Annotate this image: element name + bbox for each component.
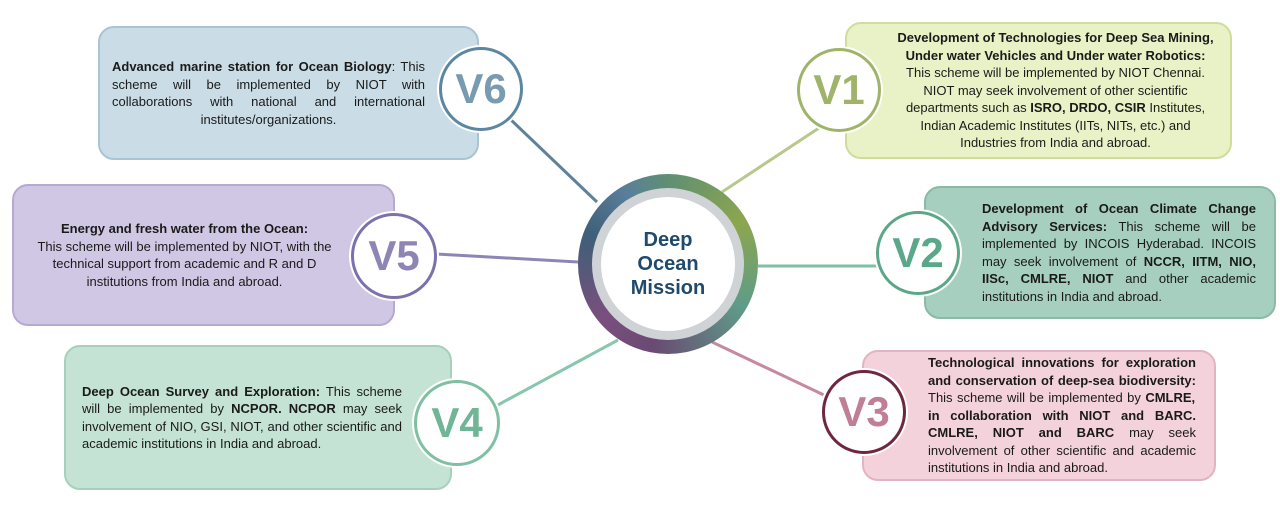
vertical-v1-box: Development of Technologies for Deep Sea…	[845, 22, 1232, 159]
connector-v1	[721, 124, 823, 194]
vertical-v3-box: Technological innovations for exploratio…	[862, 350, 1216, 481]
vertical-v3-title: Technological innovations for exploratio…	[928, 355, 1196, 388]
connector-v3	[711, 340, 827, 398]
vertical-v1-description: Development of Technologies for Deep Sea…	[897, 29, 1214, 152]
vertical-v4-description: Deep Ocean Survey and Exploration: This …	[82, 383, 402, 453]
connector-v4	[495, 338, 619, 408]
vertical-v3-badge: V3	[822, 370, 906, 454]
vertical-v1-bold-1: ISRO, DRDO, CSIR	[1030, 100, 1146, 116]
center-title-line-1: Deep	[643, 229, 693, 251]
connector-v6	[507, 116, 599, 204]
center-hub-title: Deep Ocean Mission	[601, 197, 735, 331]
vertical-v2-badge: V2	[876, 211, 960, 295]
vertical-v2-description: Development of Ocean Climate Change Advi…	[982, 200, 1256, 305]
vertical-v4-badge: V4	[414, 380, 500, 466]
vertical-v1-title: Development of Technologies for Deep Sea…	[897, 30, 1214, 63]
vertical-v2-title: Development of Ocean Climate Change Advi…	[982, 201, 1256, 234]
center-title-line-2: Ocean	[637, 253, 699, 275]
vertical-v2-bold-1: NCCR, IITM, NIO, IISc, CMLRE, NIOT	[982, 253, 1256, 287]
center-title-line-3: Mission	[630, 277, 706, 299]
vertical-v4-title: Deep Ocean Survey and Exploration:	[82, 383, 321, 399]
vertical-v5-title: Energy and fresh water from the Ocean:	[60, 221, 309, 236]
vertical-v4-bold-1: NCPOR. NCPOR	[231, 401, 336, 416]
vertical-v1-badge: V1	[797, 48, 881, 132]
vertical-v5-text-1: This scheme will be implemented by NIOT,…	[37, 238, 332, 289]
vertical-v2-box: Development of Ocean Climate Change Advi…	[924, 186, 1276, 319]
vertical-v6-badge: V6	[439, 47, 523, 131]
vertical-v4-box: Deep Ocean Survey and Exploration: This …	[64, 345, 452, 490]
vertical-v4-text-2: may seek involvement of NIO, GSI, NIOT, …	[82, 401, 402, 451]
vertical-v5-box: Energy and fresh water from the Ocean: T…	[12, 184, 395, 326]
vertical-v1-text-1: This scheme will be implemented by NIOT …	[905, 65, 1205, 116]
vertical-v3-text-1: This scheme will be implemented by	[928, 390, 1146, 406]
vertical-v3-text-2: may seek involvement of other scientific…	[928, 425, 1196, 476]
vertical-v1-text-2: Institutes, Indian Academic Institutes (…	[920, 100, 1206, 151]
vertical-v2-text-2: and other academic institutions in India…	[982, 271, 1256, 304]
vertical-v3-description: Technological innovations for exploratio…	[928, 354, 1196, 477]
vertical-v6-description: Advanced marine station for Ocean Biolog…	[112, 58, 425, 128]
vertical-v4-text-1: This scheme will be implemented by	[82, 383, 402, 417]
vertical-v3-bold-1: CMLRE, in collaboration with NIOT and BA…	[928, 390, 1196, 441]
vertical-v5-badge: V5	[351, 213, 437, 299]
vertical-v6-box: Advanced marine station for Ocean Biolog…	[98, 26, 479, 160]
vertical-v6-text-1: : This scheme will be implemented by NIO…	[112, 59, 425, 127]
vertical-v2-text-1: This scheme will be implemented by INCOI…	[982, 218, 1256, 269]
vertical-v6-title: Advanced marine station for Ocean Biolog…	[112, 59, 392, 74]
vertical-v5-description: Energy and fresh water from the Ocean: T…	[30, 220, 339, 290]
connector-v5	[435, 252, 579, 264]
